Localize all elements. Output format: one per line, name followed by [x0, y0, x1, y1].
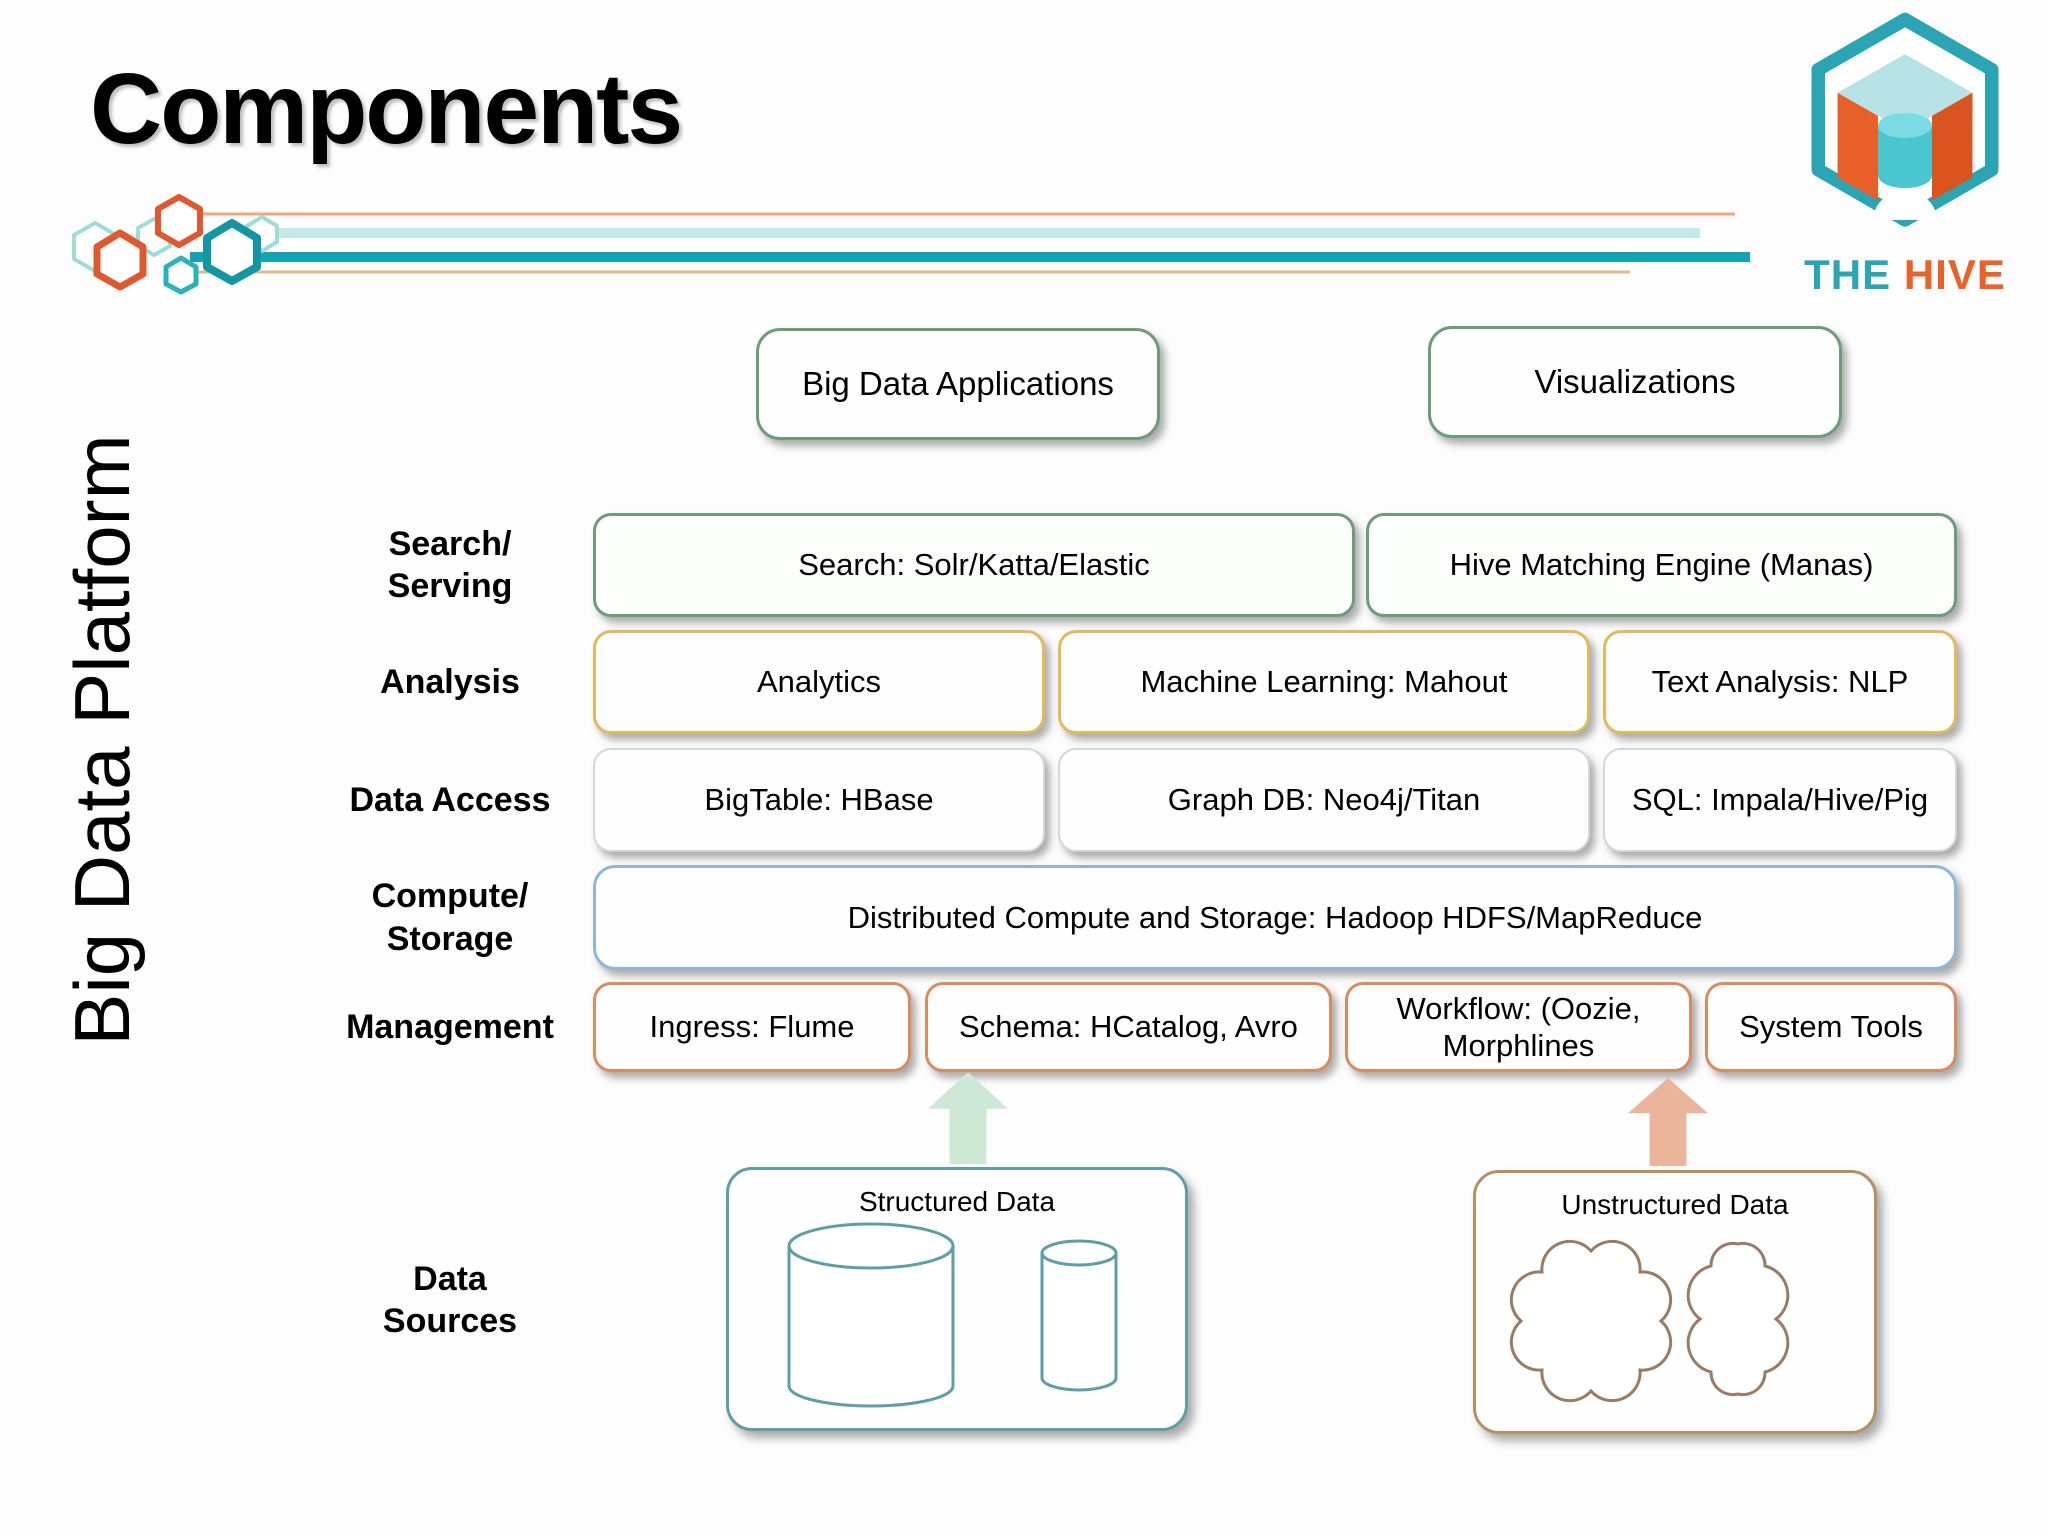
hive-logo: THE HIVE	[1790, 10, 2020, 299]
hive-logo-icon	[1811, 12, 1999, 227]
unstructured-data-box: Unstructured Data	[1473, 1170, 1877, 1434]
large-database-cylinder-icon	[787, 1246, 955, 1408]
structured-data-box: Structured Data	[726, 1167, 1188, 1431]
structured-upload-arrow-icon	[928, 1072, 1008, 1164]
sql-box: SQL: Impala/Hive/Pig	[1603, 748, 1957, 852]
row-label-search-serving: Search/ Serving	[387, 524, 513, 606]
unstructured-upload-arrow-icon	[1628, 1078, 1708, 1166]
logo-word-hive: HIVE	[1903, 251, 2006, 298]
hexagon-cluster-icon	[72, 194, 279, 295]
database-cylinders-icon	[787, 1222, 1118, 1408]
analytics-box: Analytics	[593, 630, 1045, 734]
bigtable-box: BigTable: HBase	[593, 748, 1045, 852]
search-box: Search: Solr/Katta/Elastic	[593, 513, 1355, 617]
platform-vertical-label: Big Data Platform	[58, 434, 146, 1046]
visualizations-box: Visualizations	[1428, 326, 1842, 438]
row-label-management: Management	[346, 1007, 554, 1046]
system-tools-box: System Tools	[1705, 982, 1957, 1072]
large-cloud-icon	[1509, 1239, 1673, 1403]
big-data-applications-box: Big Data Applications	[756, 328, 1160, 440]
machine-learning-box: Machine Learning: Mahout	[1058, 630, 1590, 734]
hive-matching-engine-box: Hive Matching Engine (Manas)	[1366, 513, 1957, 617]
logo-word-the: THE	[1804, 251, 1892, 298]
schema-box: Schema: HCatalog, Avro	[925, 982, 1332, 1072]
text-analysis-box: Text Analysis: NLP	[1603, 630, 1957, 734]
hexagon-lines-decoration	[72, 194, 1750, 295]
unstructured-data-title: Unstructured Data	[1561, 1189, 1789, 1220]
logo-wordmark: THE HIVE	[1790, 251, 2020, 299]
ingress-box: Ingress: Flume	[593, 982, 911, 1072]
row-label-data-access: Data Access	[349, 780, 551, 819]
graph-db-box: Graph DB: Neo4j/Titan	[1058, 748, 1590, 852]
hadoop-box: Distributed Compute and Storage: Hadoop …	[593, 865, 1957, 970]
row-label-analysis: Analysis	[380, 662, 520, 701]
workflow-box: Workflow: (Oozie, Morphlines	[1345, 982, 1692, 1072]
small-cloud-icon	[1686, 1241, 1790, 1397]
structured-data-title: Structured Data	[858, 1186, 1056, 1217]
clouds-icon	[1509, 1239, 1790, 1403]
row-label-data-sources: Data Sources	[382, 1259, 518, 1341]
row-label-compute-storage: Compute/ Storage	[371, 877, 529, 958]
page-title: Components	[90, 53, 683, 165]
small-database-cylinder-icon	[1040, 1253, 1118, 1392]
